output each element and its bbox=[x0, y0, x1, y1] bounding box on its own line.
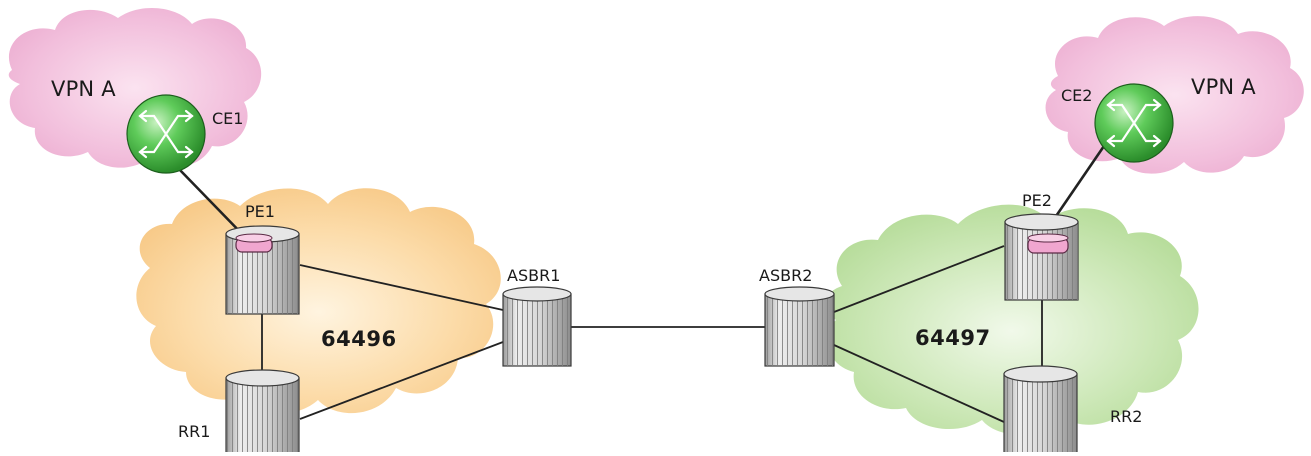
link-asbr2-pe2 bbox=[833, 245, 1005, 313]
pe2-router-icon bbox=[1004, 213, 1079, 301]
pe1-router-icon bbox=[225, 225, 300, 315]
links bbox=[177, 145, 1106, 423]
as-64496-label: 64496 bbox=[321, 327, 397, 351]
as-64496-cloud bbox=[136, 188, 501, 414]
pe2-label: PE2 bbox=[1022, 191, 1052, 210]
pe1-label: PE1 bbox=[245, 202, 275, 221]
rr2-route-reflector-icon bbox=[1003, 365, 1078, 455]
link-asbr2-rr2 bbox=[833, 344, 1005, 423]
asbr2-router-icon bbox=[764, 286, 835, 367]
asbr2-label: ASBR2 bbox=[759, 266, 813, 285]
ce2-label: CE2 bbox=[1061, 86, 1093, 105]
asbr1-router-icon bbox=[502, 286, 572, 367]
link-ce1-pe1 bbox=[177, 167, 247, 239]
ce1-label: CE1 bbox=[212, 109, 244, 128]
rr1-route-reflector-icon bbox=[225, 369, 300, 455]
ce1-router-icon bbox=[126, 94, 206, 174]
link-ce2-pe2 bbox=[1050, 145, 1106, 223]
ce2-router-icon bbox=[1094, 83, 1174, 163]
link-pe1-asbr1 bbox=[299, 264, 504, 311]
asbr1-label: ASBR1 bbox=[507, 266, 561, 285]
rr1-label: RR1 bbox=[178, 422, 211, 441]
vpn-a-label-right: VPN A bbox=[1191, 75, 1256, 99]
as-64497-label: 64497 bbox=[915, 326, 991, 350]
as-64497-cloud bbox=[825, 204, 1199, 435]
rr2-label: RR2 bbox=[1110, 407, 1143, 426]
vpn-a-label-left: VPN A bbox=[51, 77, 116, 101]
link-rr1-asbr1 bbox=[299, 341, 504, 420]
